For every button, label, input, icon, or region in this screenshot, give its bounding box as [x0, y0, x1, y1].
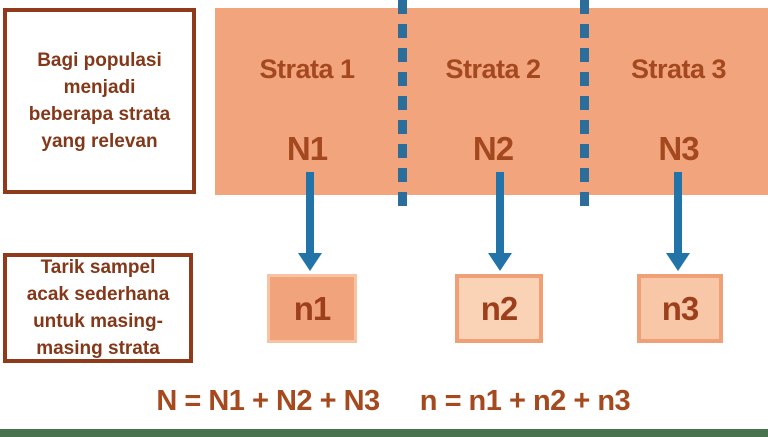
arrow-down-2-head-icon	[488, 253, 512, 271]
sample-total-formula: n = n1 + n2 + n3	[419, 385, 631, 417]
arrow-down-3-shaft	[674, 172, 682, 253]
bottom-green-strip	[0, 429, 768, 437]
population-size-n1-label: N1	[286, 130, 328, 167]
instruction-line: masing strata	[36, 338, 160, 359]
sample-box-n3: n3	[637, 274, 723, 343]
instruction-line: yang relevan	[41, 131, 158, 152]
arrow-down-3-head-icon	[666, 253, 690, 271]
strata-2-label: Strata 2	[445, 54, 541, 84]
strata-divider-1	[398, 0, 407, 214]
instruction-line: Tarik sampel	[40, 257, 156, 278]
population-total-formula: N = N1 + N2 + N3	[156, 385, 380, 417]
population-size-n2-label: N2	[472, 130, 514, 167]
arrow-down-1-shaft	[306, 172, 314, 253]
instruction-box-draw-sample: Tarik sampel acak sederhana untuk masing…	[3, 253, 193, 363]
instruction-box-divide-population: Bagi populasi menjadi beberapa strata ya…	[3, 8, 196, 194]
population-rectangle	[215, 8, 768, 195]
strata-3-label: Strata 3	[630, 54, 727, 84]
strata-1-label: Strata 1	[259, 54, 355, 84]
arrow-down-2-shaft	[496, 172, 504, 253]
strata-divider-2	[580, 0, 589, 214]
population-size-n3-label: N3	[658, 130, 699, 167]
sample-box-n1: n1	[267, 274, 357, 343]
instruction-line: untuk masing-	[33, 311, 163, 332]
arrow-down-1-head-icon	[298, 253, 322, 271]
instruction-line: acak sederhana	[26, 284, 170, 305]
instruction-line: menjadi	[63, 77, 136, 98]
instruction-line: Bagi populasi	[37, 50, 162, 71]
sample-box-n2: n2	[455, 274, 543, 343]
instruction-line: beberapa strata	[28, 104, 171, 125]
